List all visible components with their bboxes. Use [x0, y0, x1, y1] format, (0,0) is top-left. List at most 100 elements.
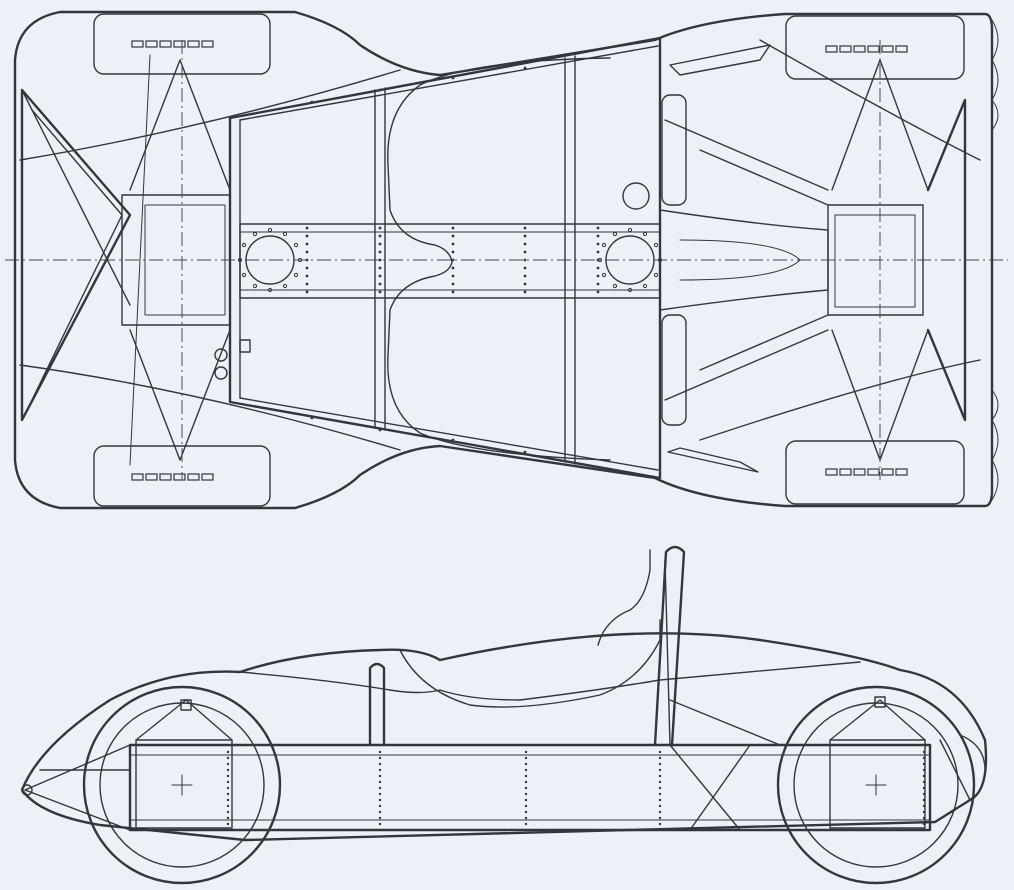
side-rivet [658, 750, 662, 754]
rivet [310, 100, 314, 104]
rivet [523, 226, 527, 230]
rivet [378, 266, 382, 270]
cockpit-tub [387, 57, 611, 461]
side-rivet [378, 780, 382, 784]
rivet [596, 290, 600, 294]
wheel-slot [201, 40, 214, 48]
front-nose-inner [31, 109, 123, 401]
rivet [523, 274, 527, 278]
wheel-slot [853, 468, 866, 476]
wheel-slot [881, 468, 894, 476]
rear-fender-curve-bottom [699, 359, 981, 441]
steering-box [239, 339, 251, 353]
rear-frame-end [926, 98, 967, 422]
side-rivet [658, 816, 662, 820]
bearing-bolt [241, 272, 247, 278]
side-rivet [658, 756, 662, 760]
headrest [597, 549, 651, 646]
bearing-bolt [612, 231, 618, 237]
side-rear-wheel [776, 685, 976, 885]
rivet [451, 226, 455, 230]
rivet [378, 274, 382, 278]
rivet [378, 282, 382, 286]
front-fender-curve-top [19, 69, 401, 161]
wheel-slot [867, 468, 880, 476]
rear-upright [829, 739, 926, 829]
rivet [596, 234, 600, 238]
front-subframe-inner [144, 204, 226, 316]
side-rivet [524, 804, 528, 808]
side-rivet [524, 810, 528, 814]
rivet [451, 76, 455, 80]
rivet [378, 226, 382, 230]
rivet [305, 282, 309, 286]
rivet [451, 258, 455, 262]
side-rivet [658, 780, 662, 784]
rivet [523, 234, 527, 238]
side-rivet [378, 816, 382, 820]
rivet [451, 282, 455, 286]
side-rivet [658, 798, 662, 802]
rear-bracket-bottom [661, 314, 687, 426]
bearing-bolt [252, 231, 258, 237]
front-fender-curve-bottom [19, 364, 401, 451]
rivet [378, 258, 382, 262]
rivet [310, 416, 314, 420]
front-upper-wishbone [129, 59, 231, 191]
side-rivet [378, 822, 382, 826]
bearing-bolt [293, 272, 299, 278]
rear-left-wheel [785, 15, 965, 80]
rear-subframe-inner [834, 214, 916, 308]
side-rivet [226, 756, 230, 760]
bearing-bolt [642, 283, 648, 289]
wheel-slot [145, 473, 158, 481]
frame-inner-bottom [239, 397, 659, 471]
bearing-bolt [267, 287, 273, 293]
wheel-slot [131, 473, 144, 481]
side-rivet [524, 786, 528, 790]
rivet [305, 274, 309, 278]
wheel-slot [159, 473, 172, 481]
rivet [523, 242, 527, 246]
wheel-slot [201, 473, 214, 481]
side-rivet [226, 792, 230, 796]
wheel-slot [187, 40, 200, 48]
side-rear-bracing [669, 699, 971, 831]
bearing-bolt [297, 257, 303, 263]
side-rivet [378, 804, 382, 808]
bearing-bolt [597, 257, 603, 263]
side-rivet [524, 822, 528, 826]
nose-brace-b [21, 214, 131, 421]
side-rivet [524, 750, 528, 754]
rivet [305, 266, 309, 270]
rivet [523, 290, 527, 294]
side-rivet [378, 768, 382, 772]
wheel-slot [173, 473, 186, 481]
rivet [378, 88, 382, 92]
bearing-bolt [601, 242, 607, 248]
rivet [451, 250, 455, 254]
rivet [523, 258, 527, 262]
side-rivet [226, 786, 230, 790]
side-rivet [524, 798, 528, 802]
side-rivet [378, 792, 382, 796]
bearing-bolt [601, 272, 607, 278]
bearing-bolt [267, 227, 273, 233]
rivet [305, 242, 309, 246]
side-rivet [226, 816, 230, 820]
central-spine [239, 223, 661, 299]
side-rivet [658, 762, 662, 766]
bearing-bolt [627, 227, 633, 233]
wheel-slots [131, 40, 908, 481]
front-strut-top [180, 699, 192, 711]
side-rivet [658, 774, 662, 778]
side-rivet [226, 762, 230, 766]
bearing-bolt [612, 283, 618, 289]
rivet [596, 250, 600, 254]
rivet [451, 234, 455, 238]
rivet [596, 242, 600, 246]
rear-tyre-edge-bottom [991, 389, 999, 501]
front-bearing [245, 235, 295, 285]
